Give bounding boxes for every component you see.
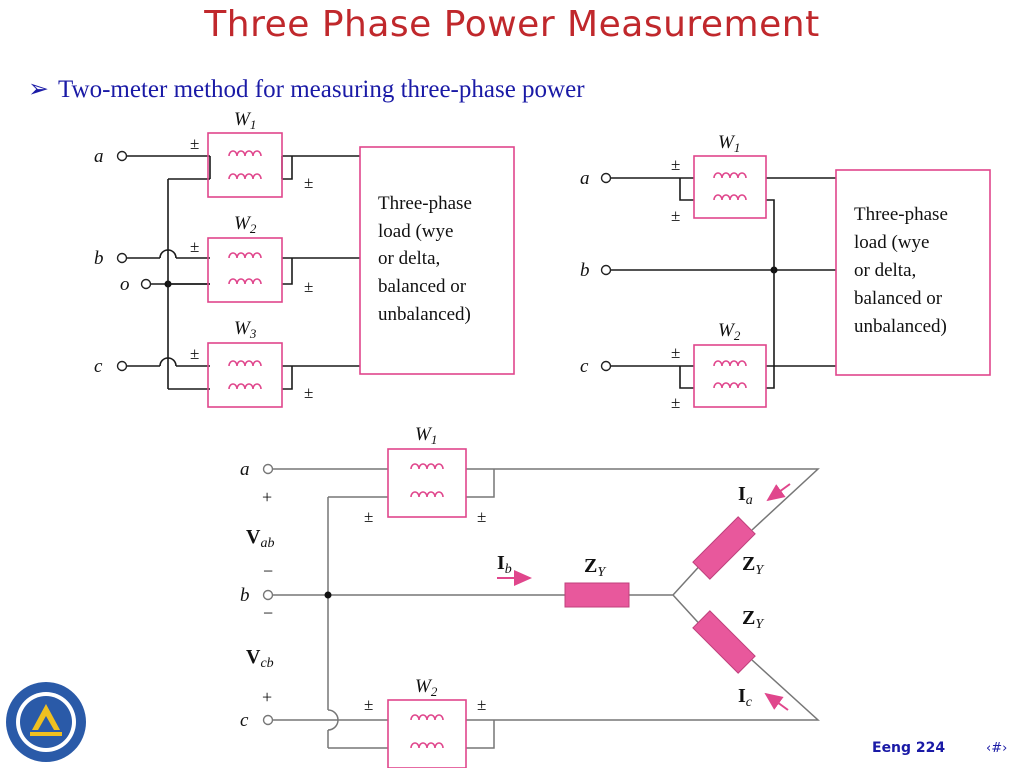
pm-label: ± [671, 393, 680, 412]
pm-label: ± [364, 507, 373, 526]
footer-course-code: Eeng 224 [872, 740, 946, 756]
load-text-line: balanced or [854, 288, 943, 309]
impedance-zy-label: ZY [742, 607, 765, 632]
meter-w1-label: W1 [234, 109, 256, 132]
meter-w2-label: W2 [234, 213, 257, 236]
bullet-arrow-icon: ➢ [28, 76, 49, 103]
meter-w2-label: W2 [718, 320, 741, 343]
node-c-label: c [240, 710, 249, 731]
diagram-1 [116, 132, 515, 408]
pm-label: ± [190, 237, 199, 256]
meter-w2-label: W2 [415, 676, 438, 699]
impedance-zy-label: ZY [584, 555, 607, 580]
load-text-line: unbalanced) [854, 316, 947, 337]
current-ib-label: Ib [497, 552, 512, 577]
meter-w3-label: W3 [234, 318, 257, 341]
load-text-line: balanced or [378, 276, 467, 297]
pm-label: ± [304, 173, 313, 192]
load-text-line: load (wye [854, 232, 929, 253]
load-text-line: unbalanced) [378, 304, 471, 325]
pm-label: ± [364, 695, 373, 714]
pm-label: ± [671, 155, 680, 174]
vab-label: Vab [246, 526, 274, 551]
minus-sign: − [263, 603, 273, 623]
slide-title: Three Phase Power Measurement [204, 4, 820, 45]
pm-label: ± [304, 383, 313, 402]
load-text-line: or delta, [378, 248, 440, 269]
node-c-label: c [580, 356, 589, 377]
pm-label: ± [477, 507, 486, 526]
pm-label: ± [477, 695, 486, 714]
university-logo-icon [6, 682, 86, 762]
node-b-label: b [580, 260, 590, 281]
bullet-text: ➢ Two-meter method for measuring three-ph… [28, 74, 585, 104]
node-a-label: a [580, 168, 590, 189]
node-a-label: a [94, 146, 104, 167]
load-text-line: or delta, [854, 260, 916, 281]
diagram-3-labels: a b c + − − + Vab Vcb W1 W2 ± ± ± ± Ib I… [240, 424, 765, 731]
plus-sign: + [262, 487, 272, 507]
minus-sign: − [263, 561, 273, 581]
node-c-label: c [94, 356, 103, 377]
node-o-label: o [120, 274, 130, 295]
meter-w1-label: W1 [718, 132, 740, 155]
node-a-label: a [240, 459, 250, 480]
bullet-label: Two-meter method for measuring three-pha… [58, 76, 585, 103]
load-text-line: Three-phase [378, 193, 472, 214]
node-b-label: b [240, 585, 250, 606]
load-text-line: Three-phase [854, 204, 948, 225]
page-number: ‹#› [986, 741, 1008, 756]
current-ic-label: Ic [738, 685, 753, 710]
node-b-label: b [94, 248, 104, 269]
current-ia-label: Ia [738, 483, 753, 508]
load-text-line: load (wye [378, 221, 453, 242]
pm-label: ± [190, 134, 199, 153]
vcb-label: Vcb [246, 646, 274, 671]
impedance-zy-label: ZY [742, 553, 765, 578]
meter-w1-label: W1 [415, 424, 437, 447]
diagram-2 [600, 155, 991, 408]
pm-label: ± [671, 206, 680, 225]
pm-label: ± [304, 277, 313, 296]
pm-label: ± [671, 343, 680, 362]
plus-sign: + [262, 687, 272, 707]
diagram-1-labels: a b o c W1 W2 W3 ± ± ± ± ± ± Three-phase… [94, 109, 472, 402]
pm-label: ± [190, 344, 199, 363]
diagram-2-labels: a b c W1 W2 ± ± ± ± Three-phase load (wy… [580, 132, 948, 412]
diagram-3 [262, 448, 820, 768]
